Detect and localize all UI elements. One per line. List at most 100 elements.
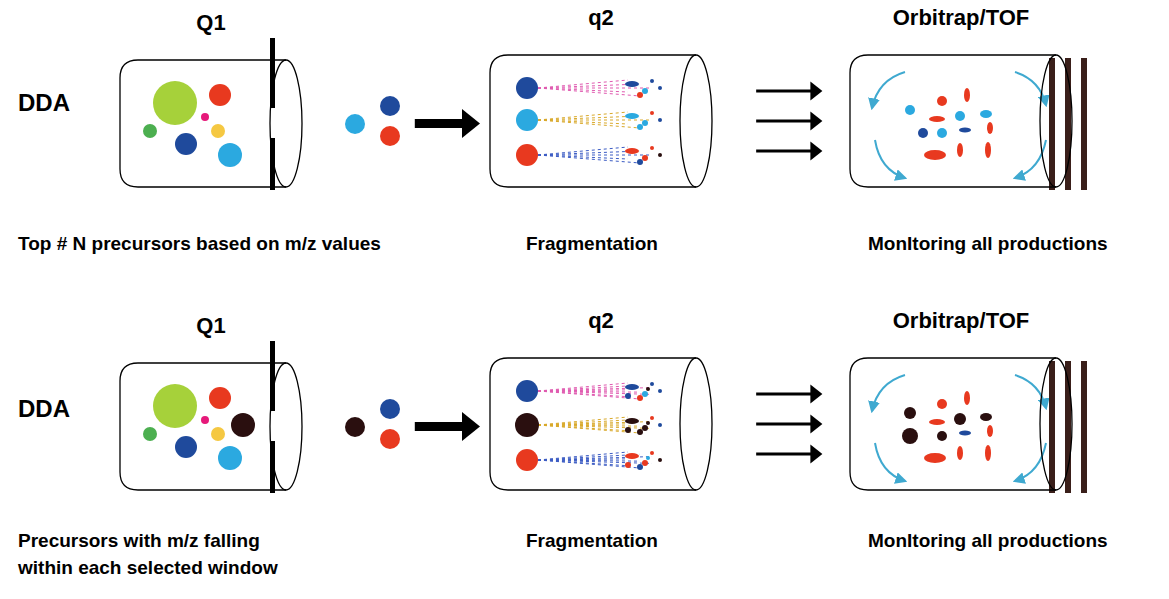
fragment-path [538,425,640,426]
fragment-ion [957,143,963,157]
orbit-arrow [872,375,905,411]
ion-dot [380,399,400,419]
ion-dot [201,416,209,424]
fragment-ion [625,384,639,390]
fragment-ion [625,81,639,87]
fragment-path [538,391,652,394]
detector-plate [1081,58,1087,190]
fragment-ion [987,425,993,437]
row-illustration [143,341,1087,493]
fragment-path [538,460,652,463]
ion-dot [642,425,648,431]
ion-dot [516,109,538,131]
fragment-ion [625,418,639,424]
ion-dot [218,446,242,470]
instrument-cylinder: q2 [490,55,712,187]
detector-plate [1049,361,1055,493]
fragment-path [538,460,640,461]
fragment-path [538,120,652,121]
ion-dot [380,126,400,146]
caption-text: MonItoring all productions [868,528,1168,555]
fragment-ion [980,110,992,118]
ion-dot [625,427,631,433]
detector-plate [1049,58,1055,190]
fragment-ion [905,105,915,115]
instrument-cylinder: Orbitrap/TOF [850,358,1072,490]
fragment-ion [924,453,946,463]
fragment-path [538,147,628,155]
fragment-ion [959,431,971,436]
cylinder-outline [850,55,1072,187]
ion-dot [658,423,662,427]
cylinder-outline [490,358,712,490]
fragment-path [538,112,628,120]
caption-text: Fragmentation [526,528,726,555]
fragment-path [538,155,640,163]
fragment-ion [625,148,639,154]
fragment-ion [937,128,947,138]
fragment-path [538,88,640,96]
caption-text: Precursors with m/z falling within each … [18,528,310,581]
fragment-ion [929,116,945,122]
ion-dot [637,429,643,435]
instrument-cylinder: Q1 [120,60,302,187]
fragment-ion [957,446,963,460]
ion-dot [642,460,648,466]
ion-dot [153,384,197,428]
fragment-ion [980,413,992,421]
fragment-path [538,80,628,88]
ion-dot [650,146,654,150]
fragment-ion [985,445,991,461]
ion-dot [175,133,197,155]
fragment-path [538,116,640,120]
cylinder-outline [490,55,712,187]
ion-dot [646,421,650,425]
fragment-path [538,425,652,428]
fragment-path [538,391,640,392]
ion-dot [637,124,643,130]
fragment-ion [955,111,965,121]
ion-dot [637,395,643,401]
ion-dot [231,413,255,437]
ion-dot [642,391,648,397]
fragment-path [538,425,640,433]
ion-dot [211,124,225,138]
ion-dot [642,120,648,126]
ion-dot [658,153,662,157]
fragment-ion [987,122,993,134]
flow-arrow [756,81,822,160]
stage-heading: Q1 [80,10,342,36]
ion-dot [516,77,538,99]
ion-dot [658,458,662,462]
mode-label: DDA [18,86,70,120]
row-illustration [143,38,1087,190]
ion-dot [650,111,654,115]
fragment-ion [924,150,946,160]
ion-dot [516,144,538,166]
ion-dot [516,380,538,402]
fragment-path [538,460,640,468]
fragment-ion [937,399,947,409]
fragment-ion [954,413,966,425]
ion-dot [209,387,231,409]
fragment-ion [625,453,639,459]
fragment-ion [929,419,945,425]
ion-dot [650,416,654,420]
orbit-arrow [875,140,905,178]
instrument-cylinder: Q1 [120,363,302,490]
detector-plate [1081,361,1087,493]
fragment-path [538,88,652,89]
stage-heading: Q1 [80,313,342,339]
ion-dot [642,88,648,94]
ion-dot [209,84,231,106]
caption-text: Top # N precursors based on m/z values [18,231,488,258]
fragment-ion [985,142,991,158]
stage-heading: q2 [450,308,752,334]
orbit-arrow [875,443,905,481]
fragment-path [538,84,640,88]
ion-dot [201,113,209,121]
fragment-path [538,151,640,155]
ion-dot [345,114,365,134]
ion-dot [175,436,197,458]
